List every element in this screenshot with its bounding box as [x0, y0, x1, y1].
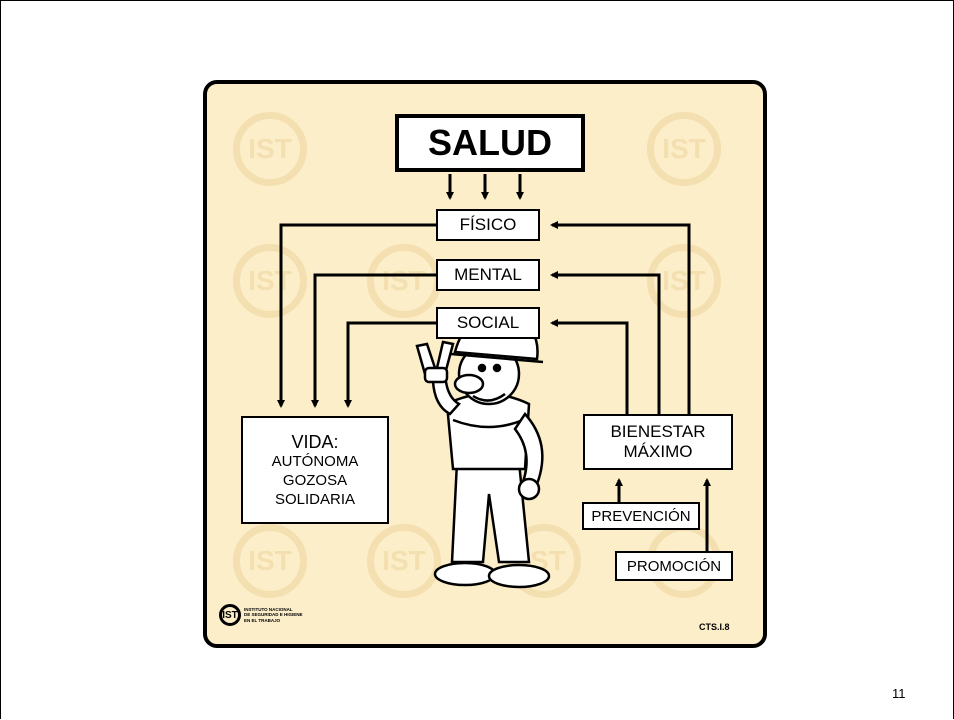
social-label: SOCIAL — [456, 313, 520, 332]
promocion-box: PROMOCIÓN — [615, 551, 733, 581]
watermark-logo-icon: IST — [647, 244, 721, 318]
prevencion-box: PREVENCIÓN — [582, 502, 700, 530]
slide-panel: IST IST IST IST IST IST IST IST IST — [203, 80, 767, 648]
vida-line-solidaria: SOLIDARIA — [274, 490, 356, 508]
vida-line-autonoma: AUTÓNOMA — [271, 453, 359, 471]
salud-title-box: SALUD — [395, 114, 585, 172]
page-number: 11 — [892, 686, 906, 701]
promocion-label: PROMOCIÓN — [626, 557, 722, 575]
bienestar-line1: BIENESTAR — [610, 421, 706, 441]
watermark-logo-icon: IST — [367, 524, 441, 598]
bienestar-box: BIENESTAR MÁXIMO — [583, 414, 733, 470]
fisico-to-vida-arrow — [277, 223, 436, 408]
watermark-logo-icon: IST — [647, 112, 721, 186]
institute-logo: IST INSTITUTO NACIONAL DE SEGURIDAD E HI… — [219, 604, 304, 626]
vida-line-gozosa: GOZOSA — [282, 471, 348, 489]
salud-title: SALUD — [428, 122, 552, 163]
vida-box: VIDA: AUTÓNOMA GOZOSA SOLIDARIA — [241, 416, 389, 524]
institute-name: INSTITUTO NACIONAL DE SEGURIDAD E HIGIEN… — [244, 607, 304, 623]
institute-logo-icon: IST — [219, 604, 241, 626]
bienestar-to-mental-arrow — [550, 271, 661, 414]
vida-heading: VIDA: — [291, 431, 339, 452]
bienestar-to-social-arrow — [550, 319, 629, 414]
bienestar-to-fisico-arrow — [550, 221, 691, 414]
institute-name-line: EN EL TRABAJO — [244, 617, 281, 623]
worker-illustration — [415, 312, 551, 589]
slide-code: CTS.I.8 — [699, 622, 730, 632]
prevencion-label: PREVENCIÓN — [591, 507, 691, 525]
watermark-logo-icon: IST — [233, 112, 307, 186]
watermark-logo-icon: IST — [233, 524, 307, 598]
mental-box: MENTAL — [436, 259, 540, 291]
social-box: SOCIAL — [436, 307, 540, 339]
watermark-logo-icon: IST — [233, 244, 307, 318]
institute-name-line: INSTITUTO NACIONAL — [244, 606, 293, 612]
mental-to-vida-arrow — [311, 273, 436, 408]
bienestar-line2: MÁXIMO — [623, 442, 693, 461]
fisico-label: FÍSICO — [459, 215, 517, 234]
mental-label: MENTAL — [454, 265, 522, 284]
fisico-box: FÍSICO — [436, 209, 540, 241]
institute-name-line: DE SEGURIDAD E HIGIENE — [244, 612, 303, 618]
social-to-vida-arrow — [344, 321, 436, 408]
